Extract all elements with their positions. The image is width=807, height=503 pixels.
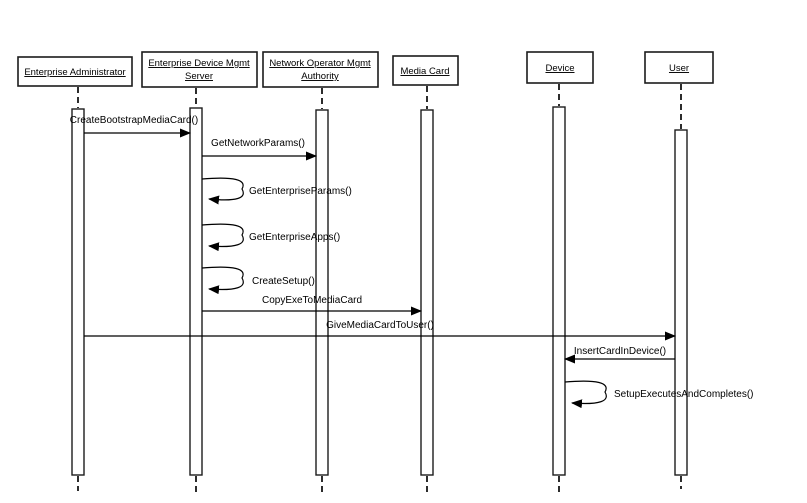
message-label: GetEnterpriseApps() [249, 232, 340, 243]
participant-box [644, 51, 714, 84]
self-message-loop [201, 223, 244, 252]
participant-user: User [644, 51, 714, 489]
participant-label: Media Card [400, 66, 449, 77]
message-get-enterprise-params: GetEnterpriseParams() [201, 177, 352, 205]
participant-label: User [669, 63, 689, 74]
message-label: CreateSetup() [252, 276, 315, 287]
participant-network-operator-mgmt-authority: Network Operator Mgmt Authority [262, 51, 379, 492]
message-insert-card-in-device: InsertCardInDevice() [564, 346, 675, 364]
message-label: InsertCardInDevice() [574, 346, 666, 357]
message-setup-executes-and-completes: SetupExecutesAndCompletes() [564, 380, 754, 409]
message-label: GetEnterpriseParams() [249, 186, 352, 197]
message-label: CreateBootstrapMediaCard() [70, 115, 198, 126]
activation-bar [674, 129, 688, 476]
participant-device: Device [526, 51, 594, 492]
participant-box [141, 51, 258, 88]
message-create-bootstrap-media-card: CreateBootstrapMediaCard() [70, 115, 198, 138]
participant-box [17, 56, 133, 87]
message-label: SetupExecutesAndCompletes() [614, 389, 754, 400]
participant-box [262, 51, 379, 88]
activation-bar [189, 107, 203, 476]
message-label: GiveMediaCardToUser() [326, 320, 434, 331]
participant-label: Enterprise Device Mgmt [148, 58, 250, 69]
participant-media-card: Media Card [392, 55, 459, 492]
activation-bar [315, 109, 329, 476]
participant-enterprise-device-mgmt-server: Enterprise Device Mgmt Server [141, 51, 258, 492]
message-label: GetNetworkParams() [211, 138, 305, 149]
activation-bar [420, 109, 434, 476]
message-get-network-params: GetNetworkParams() [202, 138, 317, 161]
self-message-loop [564, 380, 607, 409]
message-get-enterprise-apps: GetEnterpriseApps() [201, 223, 340, 252]
self-message-loop [201, 177, 244, 205]
message-create-setup: CreateSetup() [201, 266, 315, 295]
participant-box [392, 55, 459, 86]
self-message-loop [201, 266, 244, 295]
participant-label: Device [545, 63, 574, 74]
participant-label: Authority [301, 71, 339, 82]
participant-label: Enterprise Administrator [24, 67, 125, 78]
participant-enterprise-administrator: Enterprise Administrator [17, 56, 133, 491]
participant-label: Server [185, 71, 213, 82]
message-give-media-card-to-user: GiveMediaCardToUser() [84, 320, 676, 341]
activation-bar [71, 108, 85, 476]
message-label: CopyExeToMediaCard [262, 295, 362, 306]
activation-bar [552, 106, 566, 476]
message-copy-exe-to-media-card: CopyExeToMediaCard [202, 295, 422, 316]
participant-label: Network Operator Mgmt [269, 58, 371, 69]
participant-box [526, 51, 594, 84]
